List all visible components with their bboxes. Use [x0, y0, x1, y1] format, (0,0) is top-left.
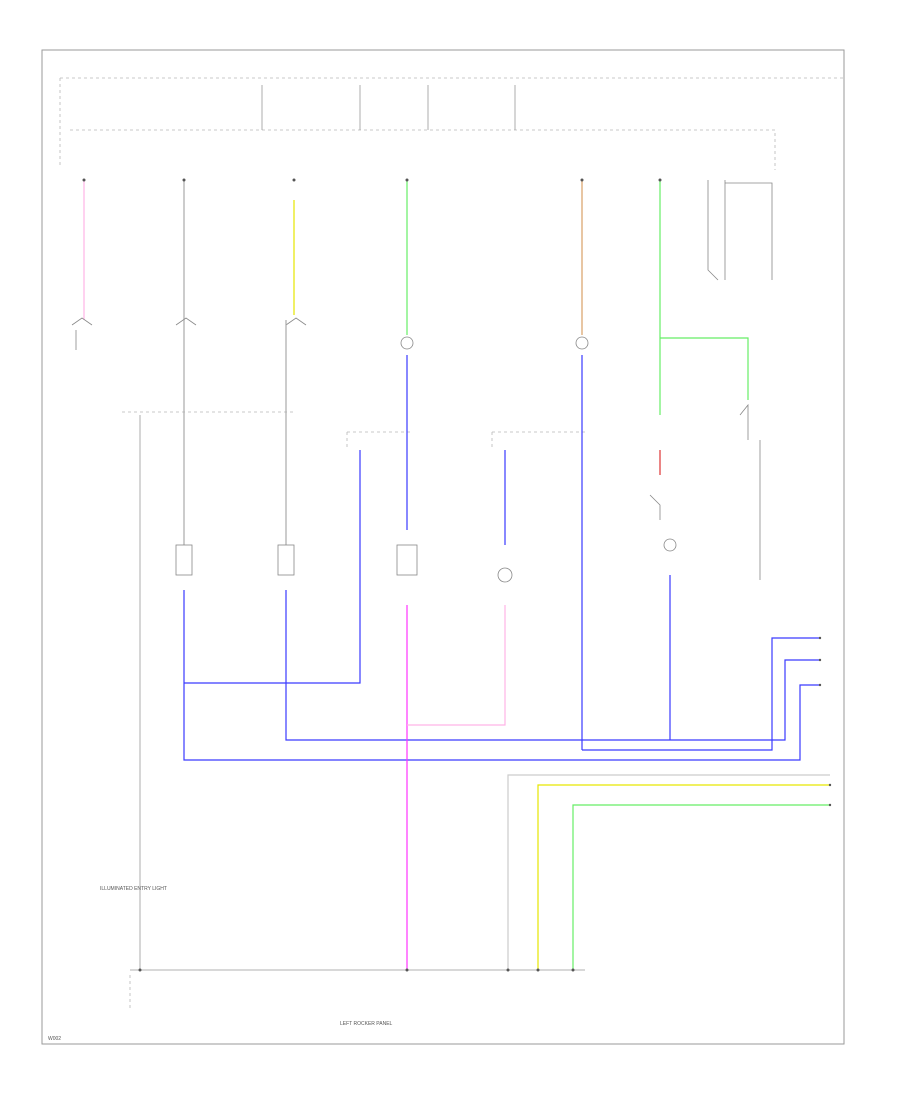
wire-blue-3	[183, 590, 820, 761]
wire-green-branch	[660, 337, 749, 400]
module-box-2	[491, 431, 585, 450]
wire-blue-5	[184, 450, 361, 684]
footer-reference: W002	[48, 1036, 61, 1042]
fuse-bus-line	[70, 129, 776, 170]
mid-components	[175, 403, 761, 583]
wire-green-3	[572, 804, 830, 970]
wire-grey-5	[507, 774, 830, 970]
left-box-label: ILLUMINATED ENTRY LIGHT	[100, 886, 167, 892]
fuse-feeds	[261, 85, 516, 130]
bottom-panel-label: LEFT ROCKER PANEL	[340, 1021, 393, 1027]
wire-blue-6	[582, 637, 820, 751]
wire-yellow-2	[537, 784, 830, 970]
module-box-1	[346, 431, 410, 450]
connector-dots	[82, 178, 832, 972]
fuse-block-outline	[59, 77, 845, 168]
wire-blue-4	[285, 590, 820, 741]
switch-symbols	[71, 317, 589, 350]
diagram-frame	[41, 49, 845, 1045]
wire-pink-2	[407, 605, 506, 726]
relay-right	[707, 180, 773, 281]
